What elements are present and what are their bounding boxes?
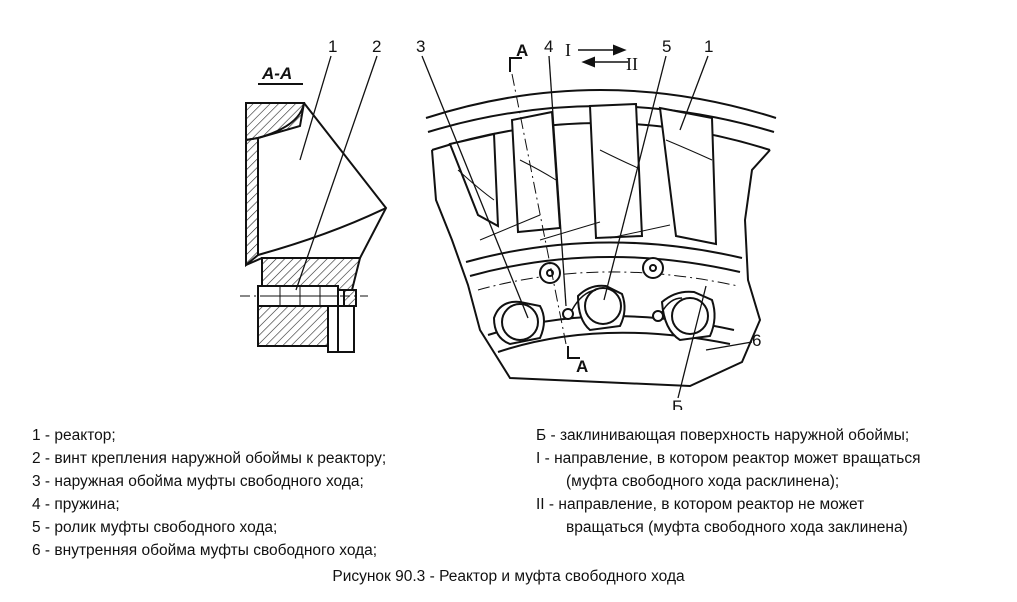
- callout-b: Б: [672, 397, 683, 410]
- callout-2-left: 2: [372, 37, 381, 56]
- legend-right: Б - заклинивающая поверхность наружной о…: [536, 424, 921, 539]
- legend-item-2: 2 - винт крепления наружной обоймы к реа…: [32, 450, 387, 467]
- legend-item-ii-cont: вращаться (муфта свободного хода заклине…: [566, 519, 908, 536]
- section-title: А-А: [261, 64, 292, 83]
- legend-left: 1 - реактор; 2 - винт крепления наружной…: [32, 424, 386, 562]
- legend-item-6: 6 - внутренняя обойма муфты свободного х…: [32, 542, 378, 559]
- callout-a-bottom: А: [576, 357, 588, 376]
- left-leader-lines: [295, 55, 378, 291]
- legend-item-b: Б - заклинивающая поверхность наружной о…: [536, 427, 910, 444]
- clutch-front-view: [425, 44, 777, 388]
- callout-5: 5: [662, 37, 671, 56]
- callout-6: 6: [752, 331, 761, 350]
- callout-3: 3: [416, 37, 425, 56]
- right-leader-lines: [421, 55, 753, 399]
- legend-item-5: 5 - ролик муфты свободного хода;: [32, 519, 278, 536]
- legend-item-3: 3 - наружная обойма муфты свободного ход…: [32, 473, 364, 490]
- figure-caption: Рисунок 90.3 - Реактор и муфта свободног…: [332, 568, 685, 585]
- direction-ii-label: II: [626, 54, 638, 74]
- callout-1-left: 1: [328, 37, 337, 56]
- section-a-a-view: А-А: [240, 64, 388, 353]
- legend-item-1: 1 - реактор;: [32, 427, 116, 444]
- legend-item-i: I - направление, в котором реактор может…: [536, 450, 921, 467]
- legend-item-i-cont: (муфта свободного хода расклинена);: [566, 473, 840, 490]
- direction-i-label: I: [565, 40, 571, 60]
- callout-1-right: 1: [704, 37, 713, 56]
- callout-4: 4: [544, 37, 553, 56]
- callout-a-top: А: [516, 41, 528, 60]
- reactor-clutch-drawing: А-А 1 2: [240, 37, 777, 410]
- legend-item-4: 4 - пружина;: [32, 496, 120, 513]
- legend-item-ii: II - направление, в котором реактор не м…: [536, 496, 865, 513]
